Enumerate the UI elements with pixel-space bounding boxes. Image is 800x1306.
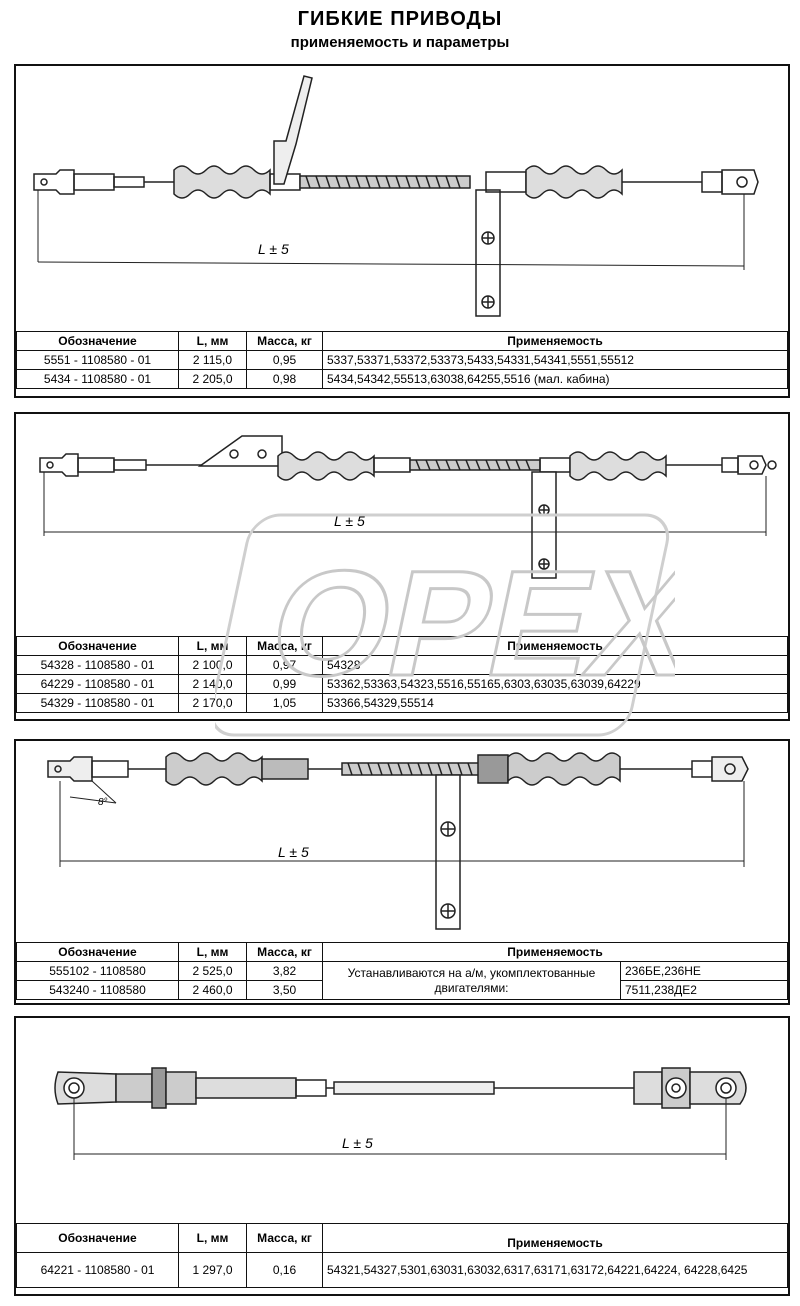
col-applicability: Применяемость <box>322 331 788 351</box>
applicability-cell: 54328 <box>322 655 788 675</box>
designation-cell: 54328 - 1108580 - 01 <box>16 655 179 675</box>
dimension-label: L ± 5 <box>278 844 309 860</box>
col-applicability: Применяемость <box>322 942 788 962</box>
designation-cell: 64229 - 1108580 - 01 <box>16 674 179 694</box>
length-cell: 2 100,0 <box>178 655 247 675</box>
applicability-cell: 53362,53363,54323,5516,55165,6303,63035,… <box>322 674 788 694</box>
mass-cell: 0,95 <box>246 350 323 370</box>
length-cell: 2 205,0 <box>178 369 247 389</box>
designation-cell: 5434 - 1108580 - 01 <box>16 369 179 389</box>
table-row: 5551 - 1108580 - 01 2 115,0 0,95 5337,53… <box>16 350 788 370</box>
spec-table-1: Обозначение L, мм Масса, кг Применяемост… <box>16 331 788 389</box>
col-length: L, мм <box>178 331 247 351</box>
mass-cell: 0,99 <box>246 674 323 694</box>
length-cell: 2 140,0 <box>178 674 247 694</box>
table-header-row: Обозначение L, мм Масса, кг Применяемост… <box>16 331 788 351</box>
length-cell: 1 297,0 <box>178 1252 247 1288</box>
col-length: L, мм <box>178 636 247 656</box>
engine-cell: 7511,238ДЕ2 <box>620 980 788 1000</box>
designation-cell: 543240 - 1108580 <box>16 980 179 1000</box>
cable-panel-4: L ± 5 Обозначение L, мм Масса, кг Примен… <box>14 1016 790 1296</box>
length-cell: 2 170,0 <box>178 693 247 713</box>
engine-note-cell: Устанавливаются на а/м, укомплектованные… <box>322 961 621 1000</box>
col-mass: Масса, кг <box>246 942 323 962</box>
page-title: ГИБКИЕ ПРИВОДЫ <box>297 8 503 30</box>
table-row: 555102 - 1108580 2 525,0 3,82 Устанавлив… <box>16 961 788 1000</box>
spec-table-2: Обозначение L, мм Масса, кг Применяемост… <box>16 636 788 713</box>
dimension-label: L ± 5 <box>258 241 289 257</box>
table-header-row: Обозначение L, мм Масса, кг Применяемост… <box>16 636 788 656</box>
cable-drawing-3: 8° L ± 5 <box>16 741 788 941</box>
col-mass: Масса, кг <box>246 1223 323 1253</box>
mass-cell: 0,98 <box>246 369 323 389</box>
table-header-row: Обозначение L, мм Масса, кг Применяемост… <box>16 1223 788 1253</box>
cable-panel-3: 8° L ± 5 Обозначение L, мм Масса, кг При… <box>14 739 790 1005</box>
cable-panel-2: L ± 5 Обозначение L, мм Масса, кг Примен… <box>14 412 790 721</box>
table-header-row: Обозначение L, мм Масса, кг Применяемост… <box>16 942 788 962</box>
mass-cell: 0,97 <box>246 655 323 675</box>
col-mass: Масса, кг <box>246 636 323 656</box>
angle-label: 8° <box>98 797 108 808</box>
col-applicability: Применяемость <box>322 636 788 656</box>
table-row: 64229 - 1108580 - 01 2 140,0 0,99 53362,… <box>16 674 788 694</box>
col-length: L, мм <box>178 942 247 962</box>
table-row: 54328 - 1108580 - 01 2 100,0 0,97 54328 <box>16 655 788 675</box>
cable-drawing-1: L ± 5 <box>16 66 788 331</box>
length-cell: 2 460,0 <box>178 980 247 1000</box>
col-applicability: Применяемость <box>322 1223 788 1253</box>
cable-drawing-4: L ± 5 <box>16 1018 788 1223</box>
designation-cell: 64221 - 1108580 - 01 <box>16 1252 179 1288</box>
col-designation: Обозначение <box>16 331 179 351</box>
spec-table-3: Обозначение L, мм Масса, кг Применяемост… <box>16 942 788 1000</box>
applicability-cell: 54321,54327,5301,63031,63032,6317,63171,… <box>322 1252 788 1288</box>
mass-cell: 3,82 <box>246 961 323 981</box>
page-subtitle: применяемость и параметры <box>290 34 510 51</box>
cable-panel-1: L ± 5 Обозначение L, мм Масса, кг Примен… <box>14 64 790 398</box>
mass-cell: 0,16 <box>246 1252 323 1288</box>
col-designation: Обозначение <box>16 942 179 962</box>
table-row: 64221 - 1108580 - 01 1 297,0 0,16 54321,… <box>16 1252 788 1288</box>
col-mass: Масса, кг <box>246 331 323 351</box>
cable-drawing-2: L ± 5 <box>16 414 788 634</box>
col-designation: Обозначение <box>16 636 179 656</box>
applicability-cell: 53366,54329,55514 <box>322 693 788 713</box>
designation-cell: 54329 - 1108580 - 01 <box>16 693 179 713</box>
col-designation: Обозначение <box>16 1223 179 1253</box>
mass-cell: 1,05 <box>246 693 323 713</box>
col-length: L, мм <box>178 1223 247 1253</box>
table-row: 5434 - 1108580 - 01 2 205,0 0,98 5434,54… <box>16 369 788 389</box>
table-row: 54329 - 1108580 - 01 2 170,0 1,05 53366,… <box>16 693 788 713</box>
designation-cell: 555102 - 1108580 <box>16 961 179 981</box>
dimension-label: L ± 5 <box>342 1135 373 1151</box>
applicability-cell: 5337,53371,53372,53373,5433,54331,54341,… <box>322 350 788 370</box>
length-cell: 2 115,0 <box>178 350 247 370</box>
applicability-cell: 5434,54342,55513,63038,64255,5516 (мал. … <box>322 369 788 389</box>
engine-cell: 236БЕ,236НЕ <box>620 961 788 981</box>
table-row: 543240 - 1108580 2 460,0 3,50 7511,238ДЕ… <box>16 980 788 1000</box>
dimension-label: L ± 5 <box>334 513 365 529</box>
mass-cell: 3,50 <box>246 980 323 1000</box>
length-cell: 2 525,0 <box>178 961 247 981</box>
designation-cell: 5551 - 1108580 - 01 <box>16 350 179 370</box>
spec-table-4: Обозначение L, мм Масса, кг Применяемост… <box>16 1223 788 1288</box>
